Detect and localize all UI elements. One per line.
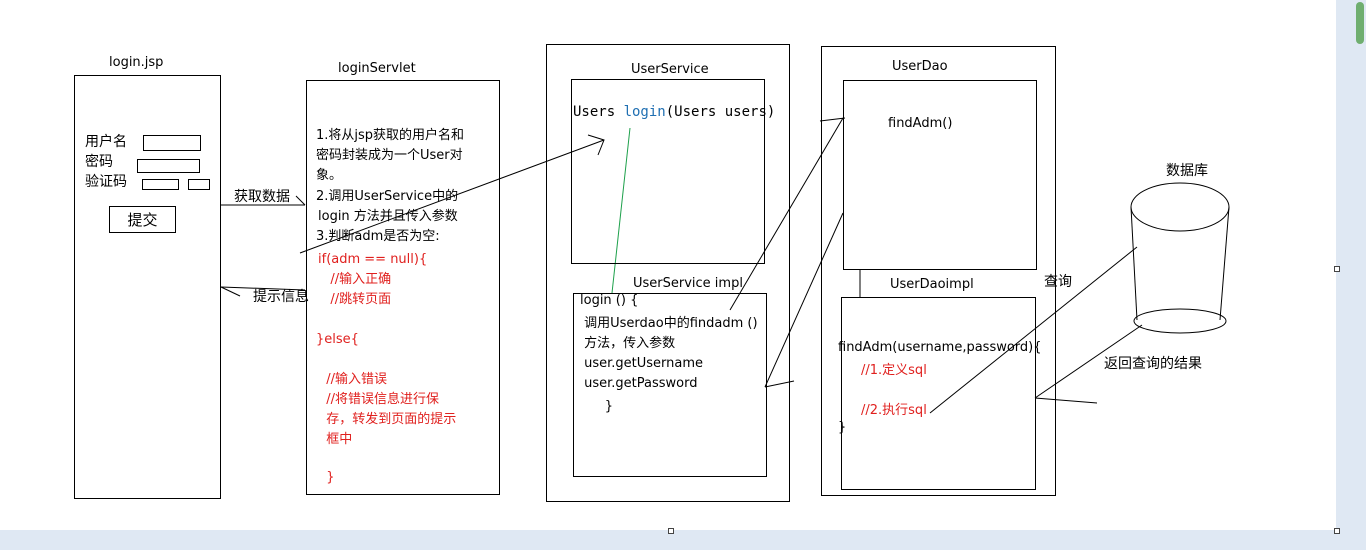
service-layer-box — [546, 44, 790, 502]
resize-handle-right[interactable] — [1334, 266, 1340, 272]
dao-impl-step-1: //1.定义sql — [861, 363, 927, 378]
prompt-info-label: 提示信息 — [253, 289, 309, 305]
database-label: 数据库 — [1166, 163, 1208, 179]
impl-line-5: user.getPassword — [580, 376, 698, 391]
login-jsp-title: login.jsp — [109, 55, 164, 70]
user-service-impl-title: UserService impl — [633, 276, 743, 291]
captcha-image[interactable] — [188, 179, 210, 190]
impl-line-2: 调用Userdao中的findadm () — [580, 316, 758, 331]
database-cylinder-icon — [1130, 182, 1230, 334]
servlet-line-5: login 方法并且传入参数 — [318, 209, 458, 224]
servlet-line-4: 2.调用UserService中的 — [316, 189, 459, 204]
servlet-code-5: }else{ — [316, 332, 359, 347]
user-service-box — [571, 79, 765, 264]
user-dao-method: findAdm() — [888, 116, 953, 131]
get-data-label: 获取数据 — [234, 189, 290, 205]
servlet-code-3: //跳转页面 — [318, 292, 392, 307]
username-input[interactable] — [143, 135, 201, 151]
impl-line-6: } — [580, 399, 614, 414]
dao-impl-signature: findAdm(username,password){ — [838, 340, 1042, 355]
submit-button[interactable]: 提交 — [109, 206, 176, 233]
servlet-line-3: 象。 — [316, 168, 343, 183]
servlet-code-12: } — [318, 470, 335, 485]
servlet-line-2: 密码封装成为一个User对 — [316, 148, 463, 163]
user-service-title: UserService — [631, 62, 709, 77]
password-label: 密码 — [85, 154, 113, 170]
servlet-code-7: //输入错误 — [318, 372, 388, 387]
user-dao-title: UserDao — [892, 59, 948, 74]
captcha-label: 验证码 — [85, 174, 127, 190]
servlet-line-6: 3.判断adm是否为空: — [316, 229, 440, 244]
username-label: 用户名 — [85, 134, 127, 150]
servlet-code-10: 框中 — [318, 432, 353, 447]
return-result-label: 返回查询的结果 — [1104, 356, 1202, 372]
user-dao-impl-title: UserDaoimpl — [890, 277, 974, 292]
servlet-code-8: //将错误信息进行保 — [318, 392, 440, 407]
servlet-line-1: 1.将从jsp获取的用户名和 — [316, 128, 465, 143]
user-dao-impl-box — [841, 297, 1036, 490]
captcha-input[interactable] — [142, 179, 179, 190]
impl-line-1: login () { — [580, 293, 639, 308]
servlet-code-1: if(adm == null){ — [318, 252, 428, 267]
impl-line-3: 方法，传入参数 — [580, 336, 676, 351]
vertical-scrollbar-thumb[interactable] — [1356, 2, 1364, 44]
resize-handle-bottom[interactable] — [668, 528, 674, 534]
servlet-code-2: //输入正确 — [318, 272, 392, 287]
dao-layer-box — [821, 46, 1056, 496]
login-servlet-box — [306, 80, 500, 495]
login-servlet-title: loginServlet — [338, 61, 416, 76]
impl-line-4: user.getUsername — [580, 356, 704, 371]
query-label: 查询 — [1044, 274, 1072, 290]
dao-impl-close: } — [838, 420, 847, 435]
dao-impl-step-2: //2.执行sql — [861, 403, 927, 418]
password-input[interactable] — [137, 159, 200, 173]
user-dao-box — [843, 80, 1037, 270]
login-jsp-box — [74, 75, 221, 499]
servlet-code-9: 存，转发到页面的提示 — [318, 412, 457, 427]
user-service-signature: Users login(Users users) — [573, 104, 776, 120]
user-service-impl-box — [573, 293, 767, 477]
resize-handle-corner[interactable] — [1334, 528, 1340, 534]
